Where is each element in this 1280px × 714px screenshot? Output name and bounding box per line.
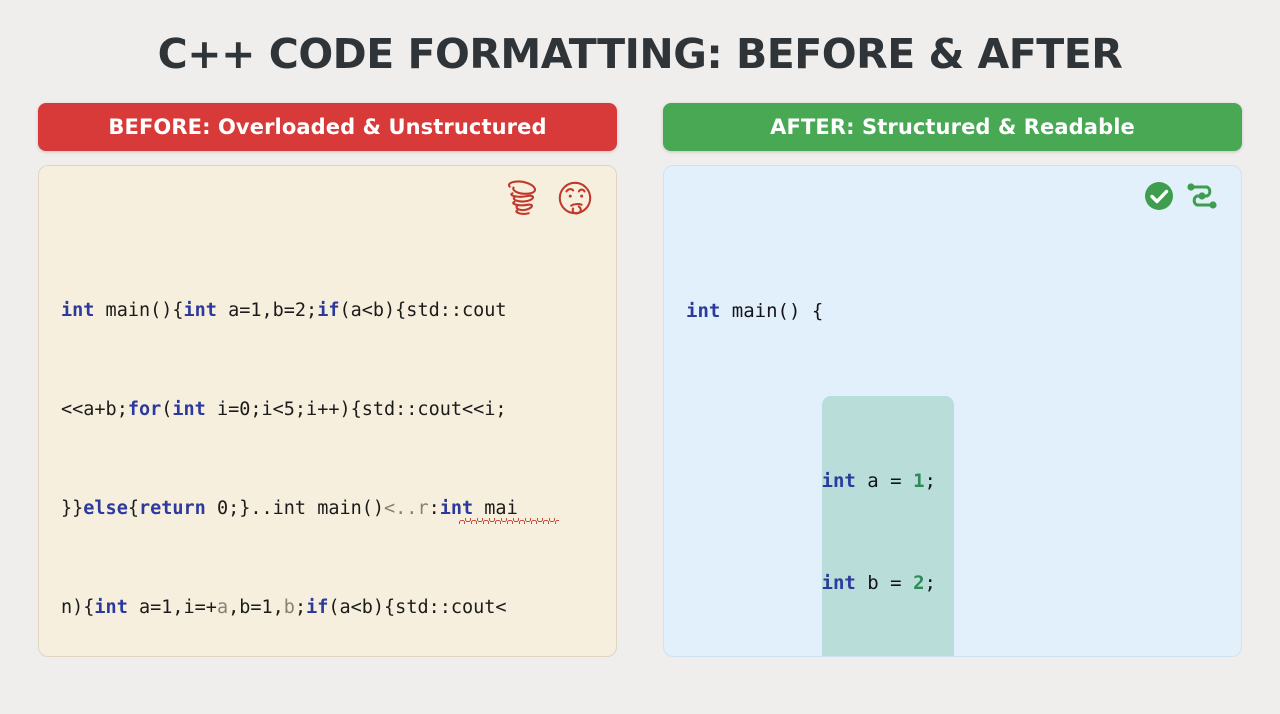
before-panel-body: int main(){int a=1,b=2;if(a<b){std::cout… <box>38 165 617 657</box>
variables-block: int a = 1; int b = 2; <box>821 396 954 656</box>
page-title: C++ CODE FORMATTING: BEFORE & AFTER <box>157 30 1123 78</box>
code-line: int main(){int a=1,b=2;if(a<b){std::cout <box>61 300 507 321</box>
after-panel-body: int main() { int a = 1; int b = 2; if (a… <box>663 165 1242 657</box>
code-row-var-a: int a = 1; <box>821 470 936 492</box>
code-line: }}else{return 0;}..int main()<..r:int ma… <box>61 492 598 525</box>
check-circle-icon <box>1145 182 1173 210</box>
code-row-main-open: int main() { <box>686 300 824 322</box>
panels-container: BEFORE: Overloaded & Unstructured <box>0 78 1280 657</box>
before-column: BEFORE: Overloaded & Unstructured <box>38 103 617 657</box>
thinking-face-icon <box>558 181 592 215</box>
after-code-block: int main() { int a = 1; int b = 2; if (a… <box>664 166 1241 656</box>
after-panel-header: AFTER: Structured & Readable <box>663 103 1242 151</box>
before-panel-header-label: BEFORE: Overloaded & Unstructured <box>108 115 547 139</box>
before-panel-header: BEFORE: Overloaded & Unstructured <box>38 103 617 151</box>
code-row-var-b: int b = 2; <box>821 572 936 594</box>
before-doodle-icons <box>504 179 594 219</box>
after-panel-header-label: AFTER: Structured & Readable <box>770 115 1135 139</box>
flow-nodes-icon <box>1187 183 1217 209</box>
after-column: AFTER: Structured & Readable in <box>663 103 1242 657</box>
after-top-icons <box>1143 180 1219 212</box>
code-line: <<a+b;for(int i=0;i<5;i++){std::cout<<i; <box>61 399 507 420</box>
before-code-block: int main(){int a=1,b=2;if(a<b){std::cout… <box>39 166 616 656</box>
scribble-tangle-icon <box>507 180 537 215</box>
code-line: n){int a=1,i=+a,b=1,b;if(a<b){std::cout< <box>61 597 507 618</box>
